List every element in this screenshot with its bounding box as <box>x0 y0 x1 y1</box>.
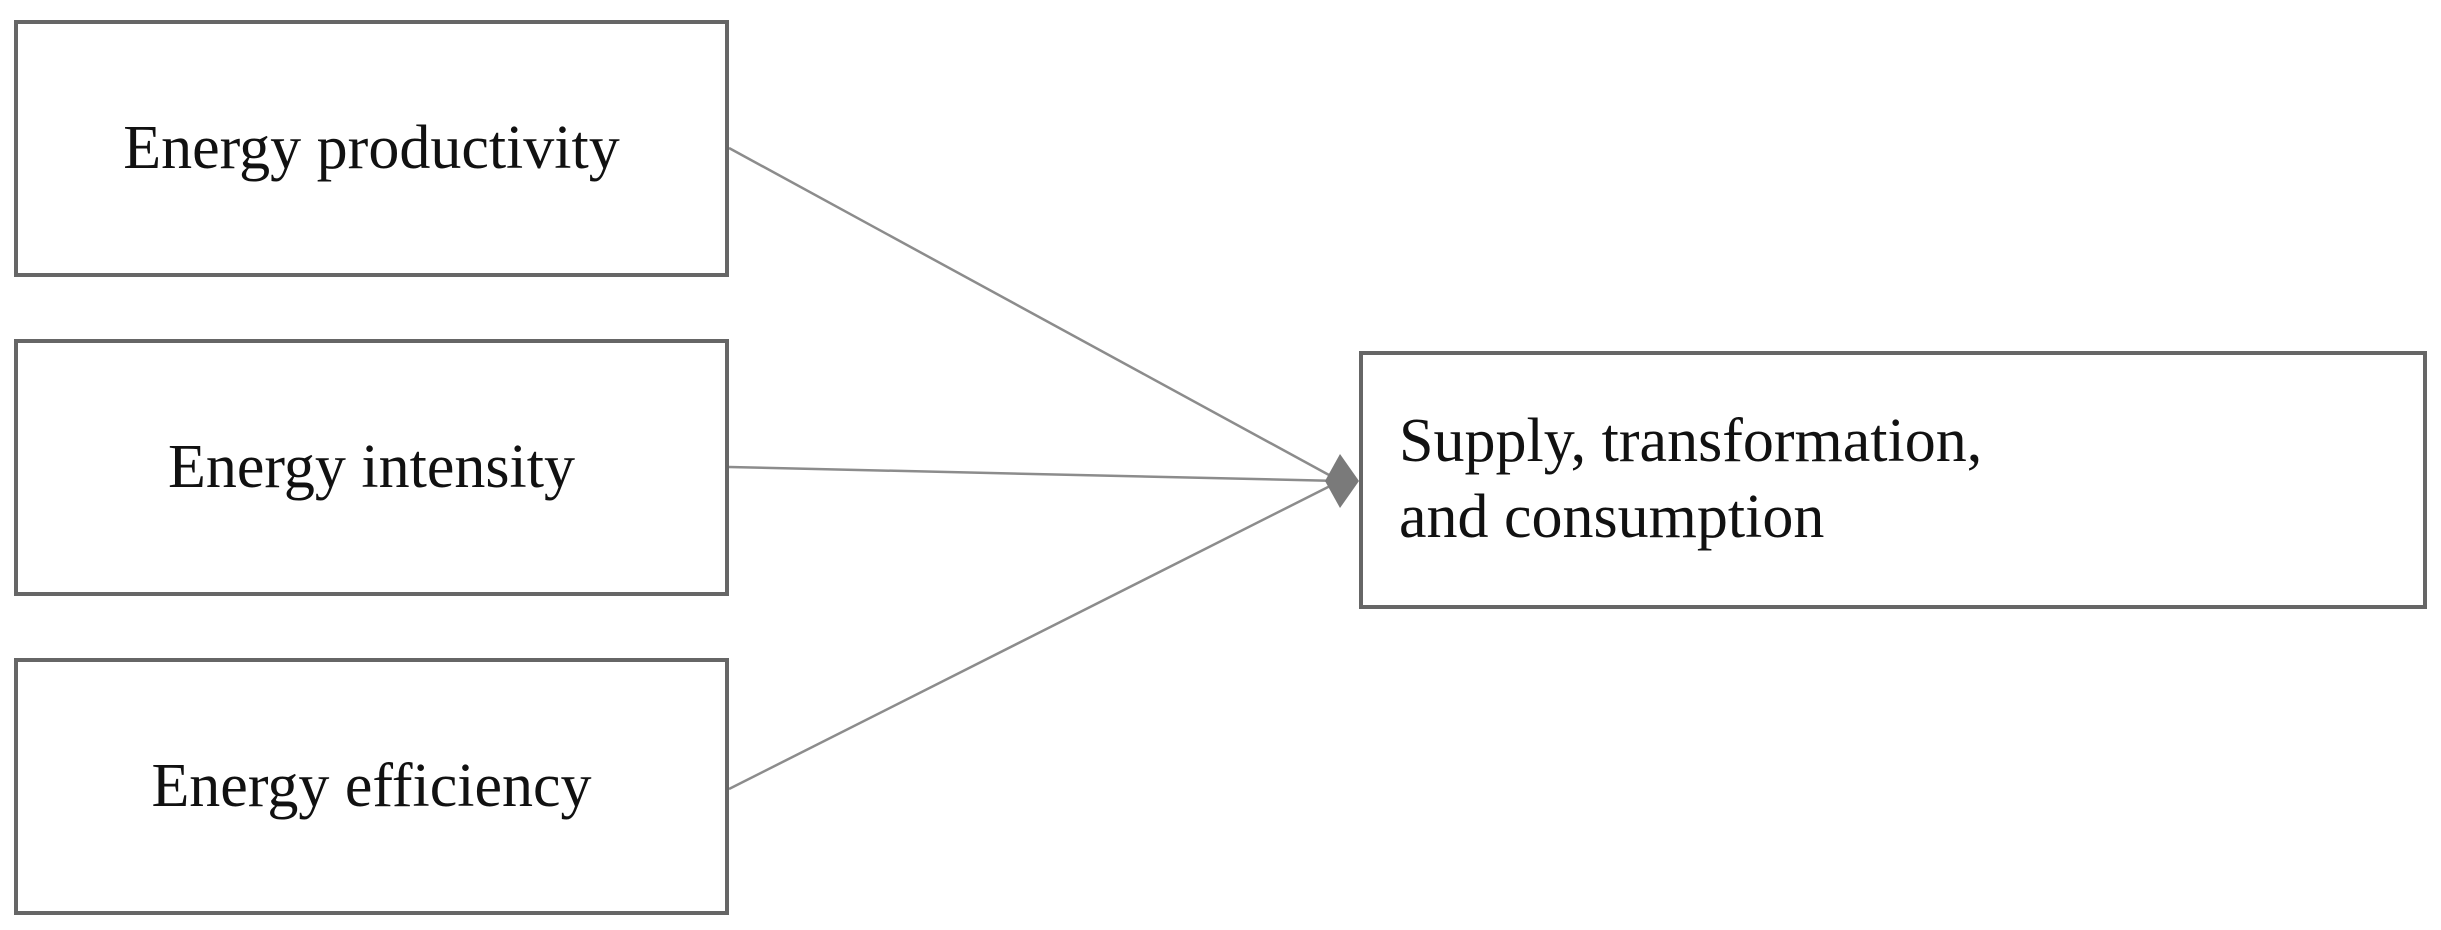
target-label-line-2: and consumption <box>1399 483 1825 551</box>
node-label: Energy intensity <box>168 433 575 501</box>
connector-efficiency-to-target <box>728 479 1341 791</box>
node-label: Energy productivity <box>123 114 620 182</box>
node-energy-efficiency: Energy efficiency <box>14 658 729 915</box>
node-label: Energy efficiency <box>151 752 592 820</box>
target-label: Supply, transformation, and consumption <box>1399 404 1982 555</box>
connector-productivity-to-target <box>728 146 1341 483</box>
node-energy-intensity: Energy intensity <box>14 339 729 596</box>
target-label-line-1: Supply, transformation, <box>1399 407 1983 476</box>
node-energy-productivity: Energy productivity <box>14 20 729 277</box>
connector-intensity-to-target <box>728 465 1341 483</box>
node-supply-transformation-consumption: Supply, transformation, and consumption <box>1359 351 2427 609</box>
arrowhead-icon <box>1325 454 1359 508</box>
